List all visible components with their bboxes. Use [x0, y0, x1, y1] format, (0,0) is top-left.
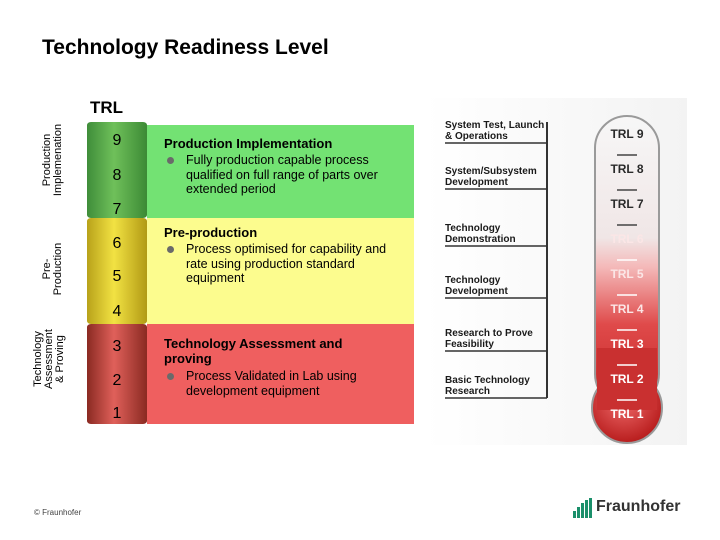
thermometer-trl-2: TRL 2 [610, 372, 643, 386]
thermometer-trl-8: TRL 8 [610, 162, 643, 176]
panel-production-bullet: Fully production capable process qualifi… [164, 153, 392, 197]
side-label-preproduction: Pre- Production [41, 242, 64, 296]
level-6: 6 [112, 235, 122, 252]
page-title: Technology Readiness Level [42, 36, 329, 59]
level-5: 5 [112, 268, 122, 285]
level-segment-assessment [87, 324, 147, 424]
panel-production: Production Implementation Fully producti… [147, 125, 414, 218]
level-8: 8 [112, 167, 122, 184]
trl-thermometer: TRL 9 TRL 8 TRL 7 TRL 6 TRL 5 TRL 4 TRL 3 TRL 2… [425, 98, 687, 445]
side-label-assessment: Technology Assessment & Proving [32, 329, 66, 389]
bullet-icon [167, 373, 174, 380]
bullet-icon [167, 246, 174, 253]
level-7: 7 [112, 201, 122, 218]
fraunhofer-logo-text: Fraunhofer [596, 498, 681, 515]
panel-assessment-bullet: Process Validated in Lab using developme… [164, 369, 394, 398]
trl-level-column: 9 8 7 6 5 4 3 2 1 [87, 122, 147, 424]
thermometer-trl-5: TRL 5 [610, 267, 643, 281]
footer-copyright: © Fraunhofer [34, 508, 82, 517]
thermometer-trl-6: TRL 6 [610, 232, 643, 246]
thermometer-trl-1: TRL 1 [610, 407, 643, 421]
level-segment-preproduction [87, 218, 147, 324]
panel-preproduction-bullet: Process optimised for capability and rat… [164, 242, 402, 286]
level-1: 1 [112, 405, 122, 422]
thermometer-trl-4: TRL 4 [610, 302, 643, 316]
bullet-icon [167, 157, 174, 164]
level-4: 4 [112, 303, 122, 320]
level-2: 2 [112, 372, 122, 389]
level-9: 9 [112, 132, 122, 149]
panel-preproduction: Pre-production Process optimised for cap… [147, 218, 414, 324]
panel-production-title: Production Implementation [164, 136, 333, 151]
side-label-production: Production Implemenation [41, 123, 64, 197]
fraunhofer-logo-icon [573, 498, 592, 518]
thermometer-trl-9: TRL 9 [610, 127, 643, 141]
level-3: 3 [112, 338, 122, 355]
panel-assessment: Technology Assessment and proving Proces… [147, 324, 414, 424]
trl-heading: TRL [90, 98, 124, 117]
thermometer-trl-7: TRL 7 [610, 197, 643, 211]
panel-preproduction-title: Pre-production [164, 225, 258, 240]
thermometer-trl-3: TRL 3 [610, 337, 643, 351]
panel-assessment-title: Technology Assessment and proving [164, 336, 343, 366]
thermometer-stage-label: System Test, Launch& Operations [445, 120, 544, 142]
level-segment-production [87, 122, 147, 218]
